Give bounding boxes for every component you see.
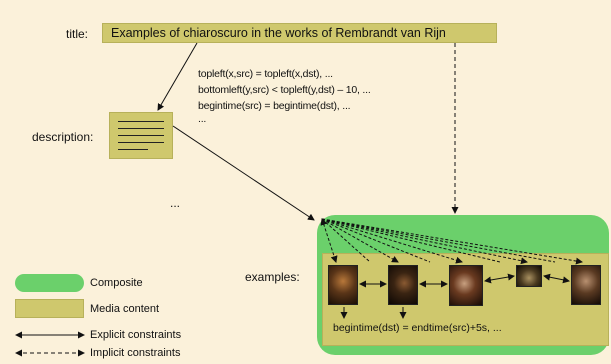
explicit-arrow-description-composite [172, 125, 315, 221]
constraint-line-2: bottomleft(y,src) < topleft(y,dst) – 10,… [198, 84, 371, 96]
legend-media-label: Media content [90, 303, 160, 315]
implicit-arrow-painting-3 [321, 218, 463, 264]
implicit-arrow-painting-1 [320, 218, 338, 263]
legend-composite-swatch [15, 274, 84, 292]
title-label: title: [66, 27, 89, 41]
constraint-ellipsis: ... [198, 113, 207, 125]
strip-constraint-text: begintime(dst) = endtime(src)+5s, ... [333, 322, 502, 334]
examples-label: examples: [245, 270, 300, 284]
painting-thumbnail-4 [516, 265, 542, 287]
ellipsis-label: ... [170, 196, 181, 210]
implicit-arrow-extra-3 [321, 218, 501, 263]
legend-explicit-label: Explicit constraints [90, 329, 182, 341]
implicit-arrow-extra-1 [321, 218, 371, 263]
implicit-arrow-painting-5 [321, 218, 583, 265]
painting-thumbnail-3 [449, 265, 483, 306]
text-line-icon [118, 128, 164, 129]
legend-composite-label: Composite [90, 277, 143, 289]
text-line-icon [118, 149, 148, 150]
legend-media-swatch [15, 299, 84, 318]
explicit-arrow-p3-p4 [484, 273, 515, 284]
painting-thumbnail-5 [571, 265, 601, 305]
explicit-arrow-p4-p5 [543, 273, 570, 284]
description-media-box [109, 112, 173, 159]
painting-thumbnail-2 [388, 265, 418, 305]
implicit-arrow-extra-2 [321, 218, 431, 263]
painting-thumbnail-1 [328, 265, 358, 305]
legend-implicit-label: Implicit constraints [90, 347, 181, 359]
text-line-icon [118, 135, 164, 136]
title-media-box: Examples of chiaroscuro in the works of … [102, 23, 497, 43]
text-line-icon [118, 142, 164, 143]
implicit-arrow-painting-2 [321, 218, 399, 263]
implicit-arrow-extra-4 [321, 218, 556, 263]
constraint-line-3: begintime(src) = begintime(dst), ... [198, 100, 351, 112]
explicit-arrow-title-description [157, 42, 198, 111]
constraint-line-1: topleft(x,src) = topleft(x,dst), ... [198, 68, 333, 80]
text-line-icon [118, 121, 164, 122]
implicit-arrow-painting-4 [321, 218, 528, 265]
description-label: description: [32, 130, 94, 144]
title-text: Examples of chiaroscuro in the works of … [111, 26, 446, 40]
